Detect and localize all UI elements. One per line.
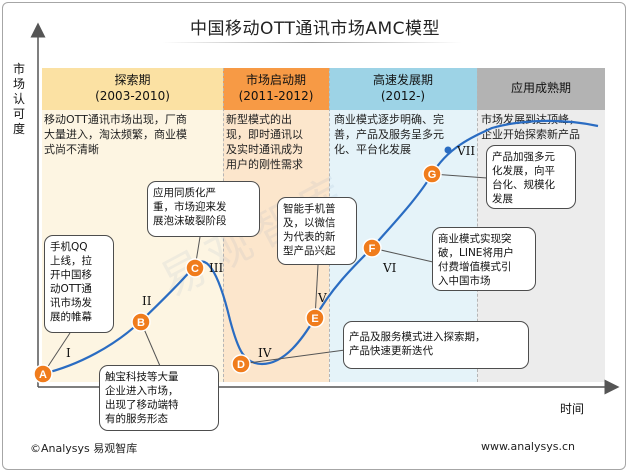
curve-point-f [362, 238, 382, 258]
curve-point-d [231, 354, 251, 374]
leader-line [240, 349, 346, 365]
callout-line: 产品快速更新迭代 [349, 345, 433, 357]
stage-label-iii: III [209, 261, 224, 275]
stage-label-vi: VI [383, 261, 397, 275]
x-axis-title: 时间 [560, 402, 585, 416]
curve-point-label: E [311, 313, 318, 325]
callout-line: 产品及服务模式进入探索期， [349, 331, 486, 343]
y-axis-title: 市场认可度 [12, 62, 25, 136]
curve-point-b [131, 312, 151, 332]
callout-line: 展泡沫破裂阶段 [153, 215, 227, 227]
callout-line: 为代表的新 [283, 231, 336, 243]
leader-line [371, 247, 434, 263]
phase-years: (2011-2012) [238, 89, 314, 103]
callout-line: 手机QQ [50, 241, 88, 253]
callout-line: 展的帷幕 [50, 311, 92, 323]
phase-description: 市场发展到达顶峰， 企业开始探索新产品 [481, 112, 605, 142]
curve-point-label: F [369, 243, 376, 255]
callout-line: 应用同质化严 [153, 187, 216, 199]
desc-line: 新型模式的出 [226, 113, 292, 126]
callout-line: 开中国移 [50, 269, 92, 281]
curve-point-label: C [191, 263, 199, 275]
curve-point-label: G [428, 169, 437, 181]
desc-line: 企业开始探索新产品 [481, 128, 580, 141]
title-underline [162, 42, 462, 43]
callout-c: 应用同质化严 重，市场迎来发 展泡沫破裂阶段 [147, 181, 260, 237]
desc-line: 式尚不清晰 [44, 143, 99, 156]
phase-description: 移动OTT通讯市场出现，厂商 大量进入，淘汰频繁，商业模 式尚不清晰 [44, 112, 222, 157]
phase-years: (2012-) [380, 89, 426, 103]
desc-line: 现，即时通讯以 [226, 128, 303, 141]
callout-e: 智能手机普 及，以微信 为代表的新 型产品兴起 [277, 197, 357, 265]
callout-line: 产品加强多元 [492, 151, 555, 163]
stage-label-v: V [318, 291, 327, 305]
phase-header-growth: 高速发展期 (2012-) [329, 68, 477, 110]
curve-dot [444, 146, 452, 154]
callout-line: 化发展，向平 [492, 165, 555, 177]
desc-line: 化、平台化发展 [334, 143, 411, 156]
phase-separator [477, 68, 478, 382]
desc-line: 商业模式逐步明确、完 [334, 113, 444, 126]
phase-name: 探索期 [114, 73, 151, 87]
callout-d: 产品及服务模式进入探索期， 产品快速更新迭代 [343, 321, 529, 369]
callout-b: 触宝科技等大量 企业进入市场， 出现了移动端特 有的服务形态 [99, 365, 219, 431]
callout-a: 手机QQ 上线，拉 开中国移 动OTT通 讯市场发 展的帷幕 [44, 235, 114, 333]
stage-label-iv: IV [258, 346, 272, 360]
callout-line: 智能手机普 [283, 203, 336, 215]
callout-line: 重，市场迎来发 [153, 201, 227, 213]
desc-line: 善，产品及服务呈多元 [334, 128, 444, 141]
phase-name: 市场启动期 [245, 73, 306, 87]
callout-line: 动OTT通 [50, 283, 92, 295]
stage-label-vii: VII [457, 144, 476, 158]
phase-description: 新型模式的出 现，即时通讯以 及实时通讯成为 用户的刚性需求 [226, 112, 330, 172]
phase-name: 高速发展期 [372, 73, 433, 87]
callout-line: 及，以微信 [283, 217, 336, 229]
callout-line: 入中国市场 [438, 275, 491, 287]
desc-line: 及实时通讯成为 [226, 143, 303, 156]
phase-years: (2003-2010) [95, 89, 170, 103]
chart-frame [2, 2, 626, 470]
callout-line: 台化、规模化 [492, 179, 555, 191]
phase-description: 商业模式逐步明确、完 善，产品及服务呈多元 化、平台化发展 [334, 112, 476, 157]
callout-line: 讯市场发 [50, 297, 92, 309]
footer-copyright: ©Analysys 易观智库 [30, 442, 138, 455]
callout-line: 发展 [492, 193, 513, 205]
curve-point-c [185, 258, 205, 278]
callout-line: 破，LINE将用户 [438, 247, 514, 259]
phase-header-exploration: 探索期 (2003-2010) [42, 68, 223, 110]
curve-point-label: B [137, 317, 145, 329]
chart-title: 中国移动OTT通讯市场AMC模型 [189, 19, 441, 39]
callout-g: 产品加强多元 化发展，向平 台化、规模化 发展 [486, 145, 576, 209]
curve-points: A B C D E F G [33, 146, 488, 384]
phase-header-launch: 市场启动期 (2011-2012) [223, 68, 329, 110]
curve-point-a [33, 364, 53, 384]
callout-line: 付费增值模式引 [438, 261, 512, 273]
stage-label-ii: II [142, 294, 152, 308]
curve-point-label: D [237, 359, 245, 371]
curve-point-label: A [39, 369, 47, 381]
callout-line: 出现了移动端特 [105, 399, 179, 411]
callout-line: 上线，拉 [50, 255, 92, 267]
desc-line: 市场发展到达顶峰， [481, 113, 580, 126]
desc-line: 大量进入，淘汰频繁，商业模 [44, 128, 187, 141]
phase-name: 应用成熟期 [510, 81, 571, 95]
desc-line: 用户的刚性需求 [226, 158, 303, 171]
callout-line: 型产品兴起 [283, 245, 336, 257]
phase-header-maturity: 应用成熟期 [477, 68, 605, 110]
curve-point-e [305, 308, 325, 328]
callout-line: 企业进入市场， [105, 385, 179, 397]
desc-line: 移动OTT通讯市场出现，厂商 [44, 113, 187, 126]
footer-website: www.analysys.cn [481, 440, 575, 453]
callout-line: 触宝科技等大量 [105, 371, 179, 383]
curve-point-g [422, 164, 442, 184]
callout-line: 有的服务形态 [105, 413, 168, 425]
amc-curve [41, 119, 599, 376]
callout-line: 商业模式实现突 [438, 233, 512, 245]
callout-f: 商业模式实现突 破，LINE将用户 付费增值模式引 入中国市场 [432, 227, 536, 291]
stage-label-i: I [66, 346, 71, 360]
